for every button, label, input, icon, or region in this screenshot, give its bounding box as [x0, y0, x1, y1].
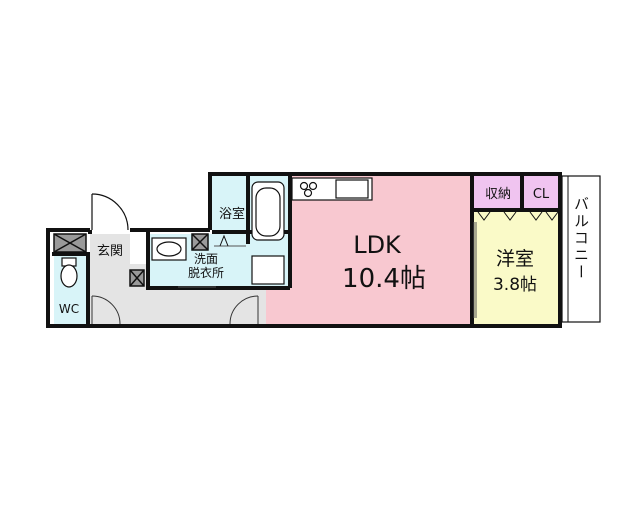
- pipe-shaft: [53, 233, 209, 287]
- washbasin-icon: [151, 237, 187, 261]
- sliding-doors: [178, 222, 477, 318]
- closet-label: CL: [533, 187, 550, 202]
- western-room-label: 洋室: [496, 248, 534, 270]
- western-room-size: 3.8帖: [493, 275, 537, 295]
- walls: [46, 172, 562, 328]
- closet-markers: [219, 211, 559, 247]
- toilet-label: WC: [59, 302, 79, 316]
- ldk-size: 10.4帖: [342, 264, 426, 294]
- entrance-floor: [90, 234, 130, 264]
- kitchen-counter: [291, 177, 373, 201]
- balcony-label: バルコニー: [572, 196, 590, 281]
- closet-floor: [524, 176, 558, 210]
- entrance-label: 玄関: [97, 244, 123, 259]
- ldk-label: LDK: [353, 231, 402, 259]
- washing-machine-space: [251, 255, 285, 285]
- door-swings: [91, 295, 259, 325]
- toilet-icon: [60, 257, 78, 288]
- entrance-door: [91, 193, 129, 231]
- washroom-label-1: 洗面: [194, 252, 218, 266]
- washroom-label-2: 脱衣所: [188, 265, 224, 280]
- bathtub-icon: [251, 181, 285, 241]
- storage-label: 収納: [485, 187, 511, 202]
- western-room-floor: [474, 210, 558, 324]
- bathroom-label: 浴室: [219, 206, 245, 222]
- storage-floor: [474, 176, 522, 210]
- ldk-floor: [266, 176, 472, 324]
